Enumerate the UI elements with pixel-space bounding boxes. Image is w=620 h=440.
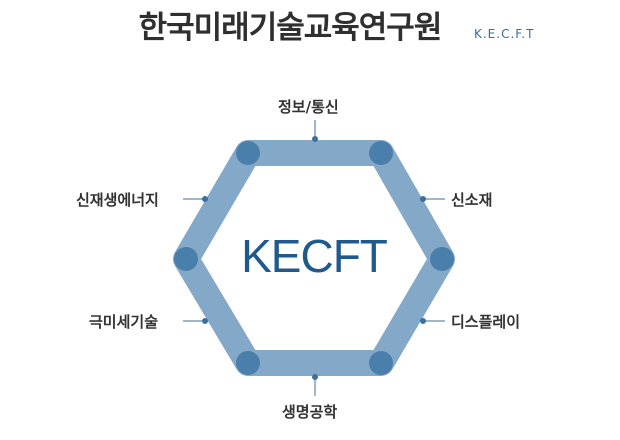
corner-bottom-left [236, 351, 260, 375]
node-label-bottom: 생명공학 [282, 403, 338, 421]
connector-upper-right-dot [420, 196, 426, 202]
connector-upper-left-dot [202, 196, 208, 202]
corner-right [430, 247, 454, 271]
node-label-lower-left: 극미세기술 [89, 313, 159, 331]
node-label-upper-left: 신재생에너지 [76, 191, 159, 209]
connector-top-dot [312, 136, 318, 142]
node-label-lower-right: 디스플레이 [451, 313, 521, 331]
page-title: 한국미래기술교육연구원 [138, 10, 443, 46]
page-subtitle: K.E.C.F.T [474, 27, 535, 41]
corner-top-left [236, 141, 260, 165]
connector-lower-right-dot [420, 318, 426, 324]
connector-bottom-dot [312, 374, 318, 380]
connector-lower-left-dot [202, 318, 208, 324]
corner-bottom-right [369, 351, 393, 375]
corner-top-right [369, 141, 393, 165]
node-label-upper-right: 신소재 [451, 191, 493, 209]
center-label: KECFT [241, 230, 388, 282]
corner-left [174, 247, 198, 271]
node-label-top: 정보/통신 [278, 98, 339, 116]
hexagon-corners [174, 141, 454, 375]
connectors [183, 120, 445, 396]
